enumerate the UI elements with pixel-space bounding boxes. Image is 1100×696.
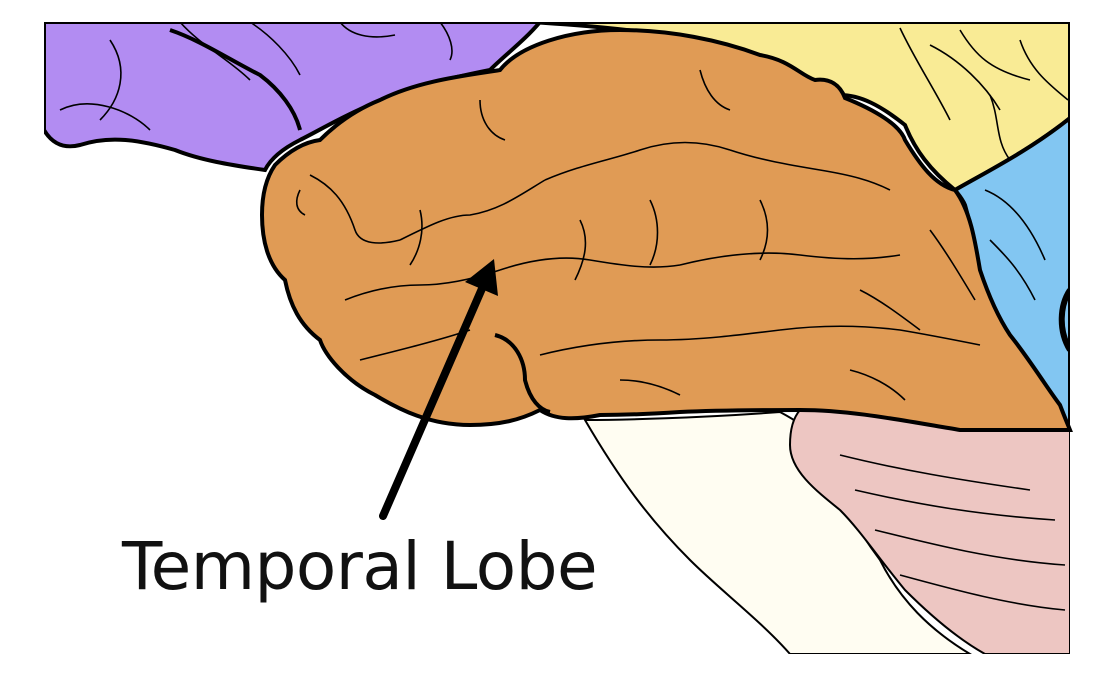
- temporal-notch-outline: [494, 333, 551, 414]
- brainstem-region: [583, 410, 972, 654]
- frontal-gyrus-outline: [169, 28, 302, 131]
- arrow-icon: [379, 259, 498, 520]
- temporal-lobe-label: Temporal Lobe: [122, 528, 598, 605]
- occipital-edge: [1058, 288, 1070, 352]
- cerebellum-folia: [839, 454, 1066, 611]
- temporal-sulci: [295, 69, 981, 401]
- occipital-sulci: [984, 189, 1046, 301]
- parietal-sulci: [899, 27, 1069, 161]
